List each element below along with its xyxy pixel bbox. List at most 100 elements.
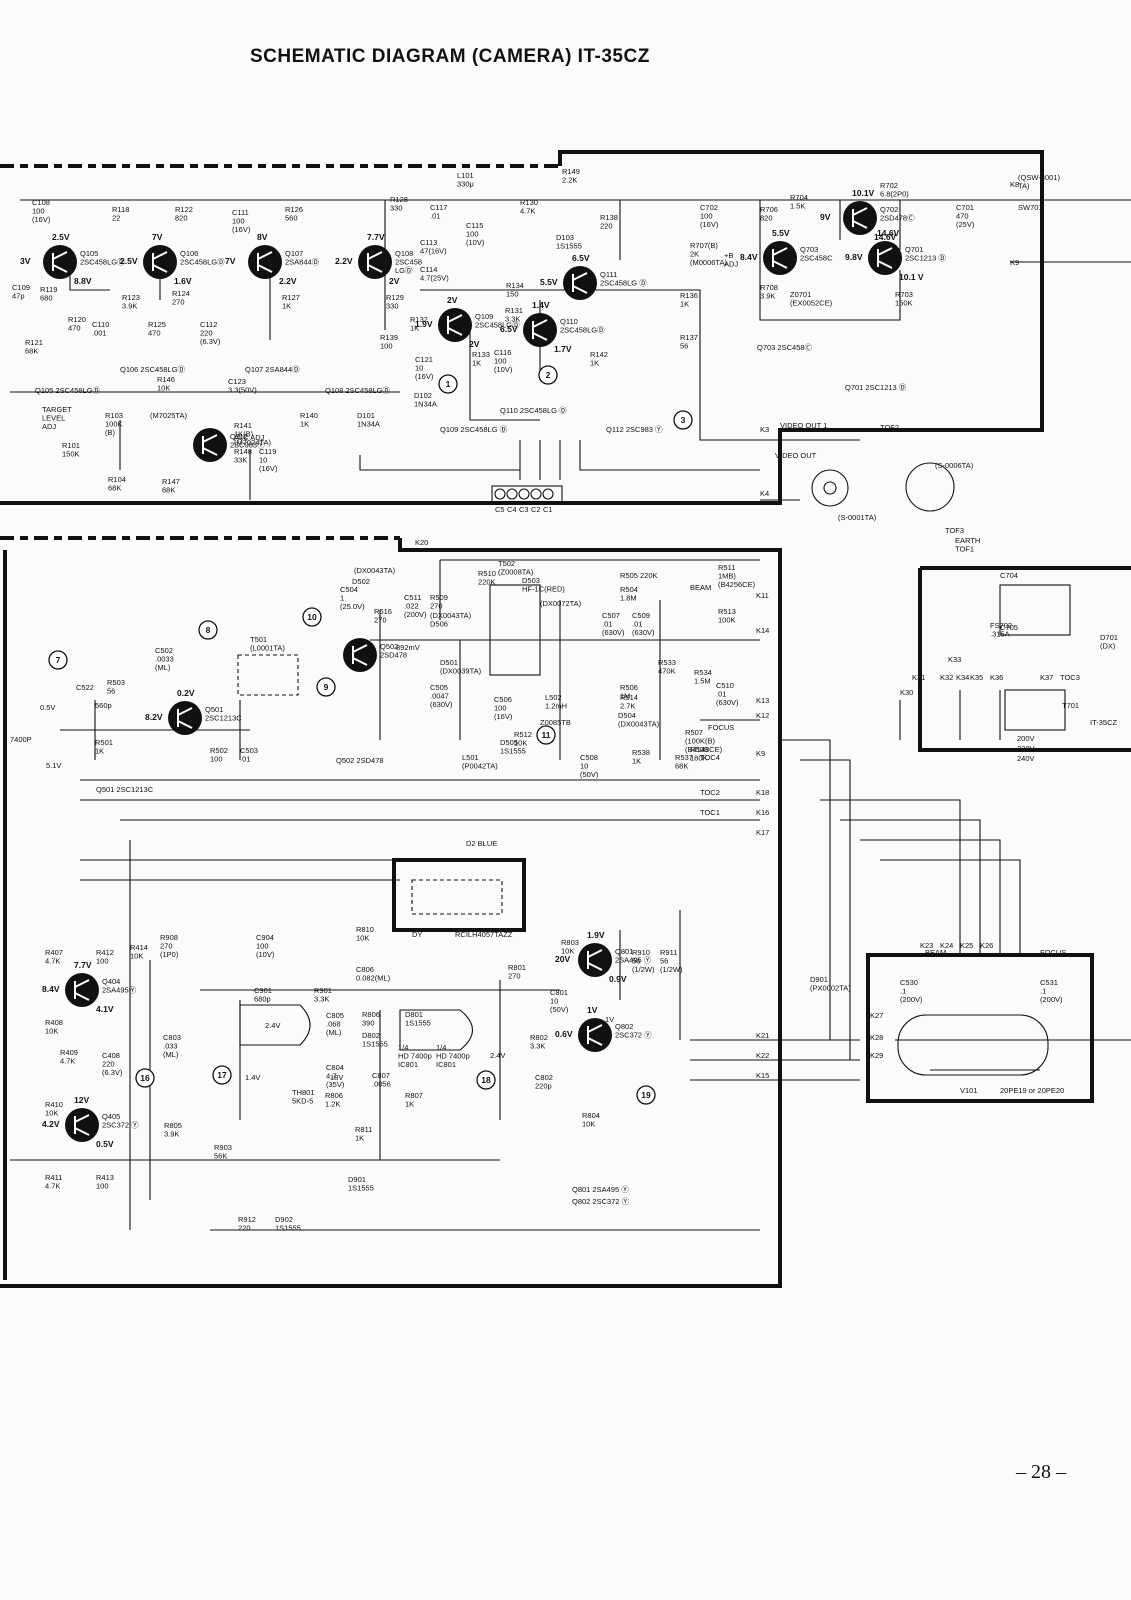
component-label: D504(DX0043TA)	[618, 711, 660, 729]
component-label: R507(100K(B)(B4143CE)	[685, 728, 723, 754]
connector-label: K11	[756, 591, 769, 600]
voltage-label: 8V	[257, 232, 268, 242]
connector-label: K20	[415, 538, 428, 547]
din-connector	[905, 462, 955, 512]
svg-text:9: 9	[324, 682, 329, 692]
component-label: D701(DX)	[1100, 633, 1118, 651]
voltage-label: 8.8V	[74, 276, 92, 286]
connector-label: K33	[948, 655, 961, 664]
wire-11	[759, 200, 901, 321]
wire-21	[579, 440, 760, 471]
component-label: C509.01(630V)	[632, 611, 655, 637]
connector-label: K35	[970, 673, 983, 682]
voltage-label: 6.5V	[572, 253, 590, 263]
connectors: K8K9K3K4K20K11K14K13K12K9K18K16K17K21K22…	[415, 180, 1080, 1080]
voltage-label: 8.4V	[740, 252, 758, 262]
component-label: C510.01(630V)	[716, 681, 739, 707]
connector-label: K31	[912, 673, 925, 682]
component-label: C110.001	[92, 320, 109, 338]
vidicon-tube-body	[897, 1014, 1049, 1076]
wire-55	[860, 839, 1001, 955]
connector-label: K24	[940, 941, 953, 950]
transistor-summary-item: Q105 2SC458LGⒹ	[35, 386, 101, 395]
deflection-yoke-box	[392, 858, 526, 932]
wire-8	[469, 330, 540, 421]
component-label: (DX0072TA)	[540, 599, 582, 608]
connector-label: K36	[990, 673, 1003, 682]
board-outline-power	[918, 566, 1131, 752]
voltage-label: 2V	[447, 295, 458, 305]
voltage-label: 0.9V	[609, 974, 627, 984]
voltage-label: 8.2V	[145, 712, 163, 722]
connector-label: K18	[756, 788, 769, 797]
component-label: BEAM	[690, 583, 711, 592]
voltage-label: 0.2V	[177, 688, 195, 698]
video-out-jack	[811, 469, 849, 507]
connector-label: TOC1	[700, 808, 720, 817]
wire-17	[359, 455, 520, 471]
test-point-8: 8	[198, 620, 218, 640]
component-label: 1V	[605, 1015, 614, 1024]
voltage-label: 14.6V	[874, 232, 897, 242]
wire-51	[780, 739, 860, 1041]
voltage-label: 1.9V	[587, 930, 605, 940]
voltage-label: 1.6V	[174, 276, 192, 286]
component-label: FS702.315A	[990, 621, 1012, 639]
nand-gate-b	[399, 1009, 474, 1051]
transistor-summary-item: Q109 2SC458LG Ⓓ	[440, 425, 508, 434]
voltage-label: 5.5V	[540, 277, 558, 287]
transistor-summary-item: Q703 2SC458Ⓒ	[757, 343, 813, 352]
component-label: 200V	[1017, 734, 1035, 743]
connector-label: K28	[870, 1033, 883, 1042]
video-out-jack-center	[823, 481, 837, 495]
transistor-summary-item: Q501 2SC1213C	[96, 785, 154, 794]
component-label: V101	[960, 1086, 978, 1095]
transformer-t501	[237, 654, 299, 696]
component-label: T701	[1062, 701, 1079, 710]
